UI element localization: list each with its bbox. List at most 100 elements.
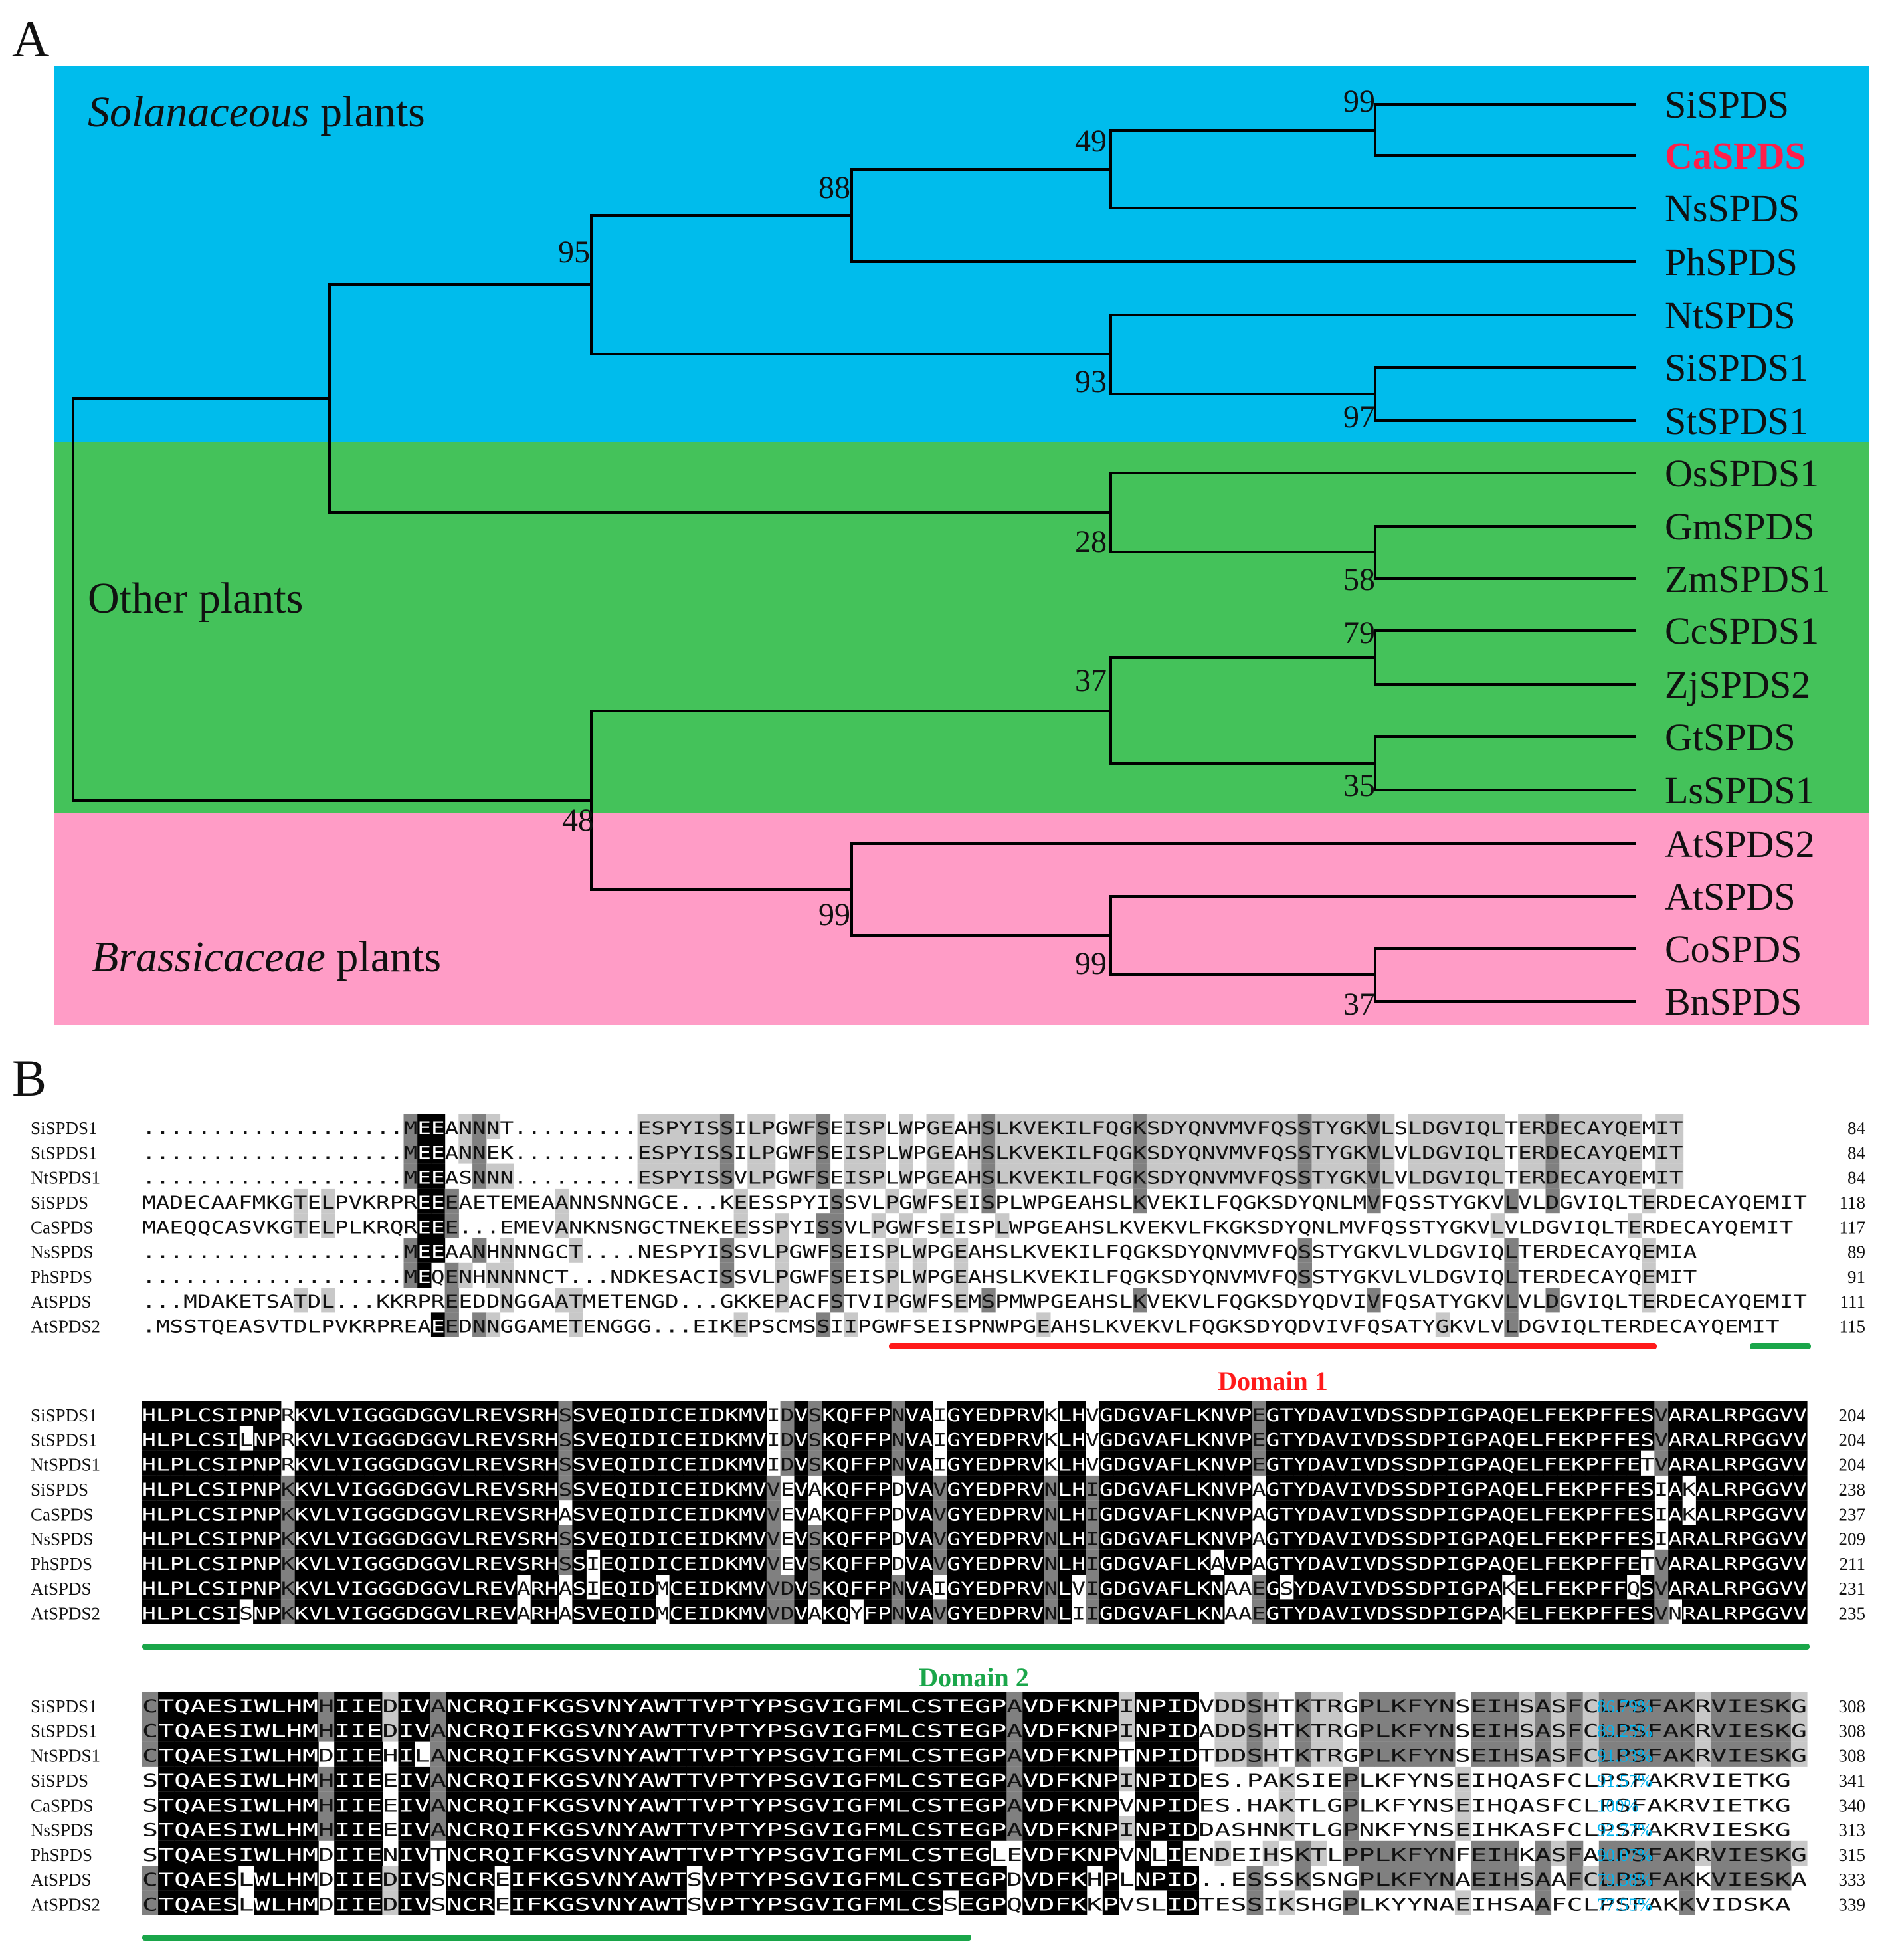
residue-shade	[417, 1139, 432, 1164]
residue-shade	[569, 1238, 583, 1263]
alignment-seq-name: StSPDS1	[31, 1721, 98, 1741]
residue-shade	[417, 1163, 432, 1189]
alignment-seq-name: AtSPDS2	[31, 1317, 100, 1337]
residue-shade	[637, 1163, 652, 1189]
residue-shade	[637, 1139, 652, 1164]
group-label-1: Solanaceous plants	[88, 88, 425, 136]
bootstrap-value: 95	[558, 235, 590, 270]
taxon-label: GmSPDS	[1665, 505, 1815, 548]
identity-percent: 77.55%	[1597, 1895, 1652, 1915]
residue-shade	[665, 1139, 680, 1164]
taxon-label: NtSPDS	[1665, 294, 1796, 337]
residue-shade	[417, 1188, 432, 1214]
alignment-end-position: 84	[1847, 1118, 1866, 1138]
residue-shade	[417, 1114, 432, 1139]
residue-shade	[706, 1163, 721, 1189]
bootstrap-value: 97	[1343, 399, 1375, 435]
residue-shade	[733, 1213, 748, 1238]
group-label-2: Other plants	[88, 574, 303, 623]
identity-percent: 86.79%	[1597, 1696, 1652, 1716]
residue-shade	[678, 1163, 693, 1189]
identity-percent: 89.25%	[1597, 1721, 1652, 1741]
branch-root	[72, 397, 593, 802]
domain-2-underline-start	[1750, 1343, 1811, 1349]
residue-shade	[444, 1288, 459, 1313]
residue-shade	[444, 1188, 459, 1214]
residue-shade	[444, 1213, 459, 1238]
alignment-end-position: 308	[1839, 1746, 1866, 1766]
alignment-end-position: 341	[1839, 1771, 1866, 1791]
alignment-seq-name: SiSPDS1	[31, 1118, 98, 1138]
residue-shade	[719, 1163, 735, 1189]
alignment-seq-name: SiSPDS	[31, 1193, 88, 1213]
alignment-seq-name: CaSPDS	[31, 1504, 94, 1524]
residue-shade	[719, 1238, 735, 1263]
domain-2-label: Domain 2	[919, 1662, 1029, 1692]
residue-shade	[500, 1288, 514, 1313]
residue-shade	[706, 1114, 721, 1139]
residue-shade	[569, 1288, 583, 1313]
residue-shade	[417, 1238, 432, 1263]
residue-shade	[692, 1114, 707, 1139]
domain-2-underline	[142, 1644, 1810, 1650]
residue-shade	[430, 1163, 446, 1189]
alignment-seq-name: AtSPDS2	[31, 1895, 100, 1915]
residue-shade	[733, 1312, 748, 1337]
residue-shade	[472, 1139, 487, 1164]
residue-shade	[486, 1262, 501, 1288]
alignment-end-position: 209	[1839, 1529, 1866, 1549]
alignment-seq-name: PhSPDS	[31, 1845, 92, 1865]
panel-a-letter: A	[12, 10, 50, 68]
residue-shade	[678, 1139, 693, 1164]
taxon-label: GtSPDS	[1665, 716, 1796, 759]
taxon-label: AtSPDS	[1665, 875, 1796, 918]
alignment-seq-name: NsSPDS	[31, 1529, 94, 1549]
alignment-seq-name: StSPDS1	[31, 1143, 98, 1163]
residue-shade	[569, 1312, 583, 1337]
alignment-seq-name: SiSPDS	[31, 1771, 88, 1791]
residue-shade	[472, 1238, 487, 1263]
bootstrap-value: 99	[1075, 946, 1107, 981]
domain-1-underline	[889, 1343, 1657, 1349]
identity-percent: 100%	[1597, 1795, 1639, 1815]
bootstrap-value: 79	[1343, 615, 1375, 650]
alignment-end-position: 308	[1839, 1721, 1866, 1741]
alignment-end-position: 115	[1840, 1317, 1866, 1337]
alignment-seq-name: SiSPDS	[31, 1480, 88, 1500]
alignment-seq-name: NsSPDS	[31, 1242, 94, 1262]
alignment-end-position: 308	[1839, 1696, 1866, 1716]
taxon-label: ZjSPDS2	[1665, 663, 1810, 706]
panel-b-letter: B	[12, 1049, 47, 1107]
residue-shade	[293, 1188, 308, 1214]
residue-shade	[403, 1114, 418, 1139]
bootstrap-value: 99	[1343, 84, 1375, 119]
taxon-label: LsSPDS1	[1665, 769, 1815, 812]
alignment-end-position: 118	[1840, 1193, 1866, 1213]
residue-shade	[444, 1312, 459, 1337]
residue-shade	[651, 1163, 666, 1189]
alignment-end-position: 84	[1847, 1168, 1866, 1188]
alignment-end-position: 117	[1840, 1217, 1866, 1237]
taxon-label: AtSPDS2	[1665, 823, 1815, 866]
domain-2-underline-end	[142, 1935, 971, 1941]
residue-shade	[403, 1163, 418, 1189]
taxon-label: CoSPDS	[1665, 928, 1802, 971]
